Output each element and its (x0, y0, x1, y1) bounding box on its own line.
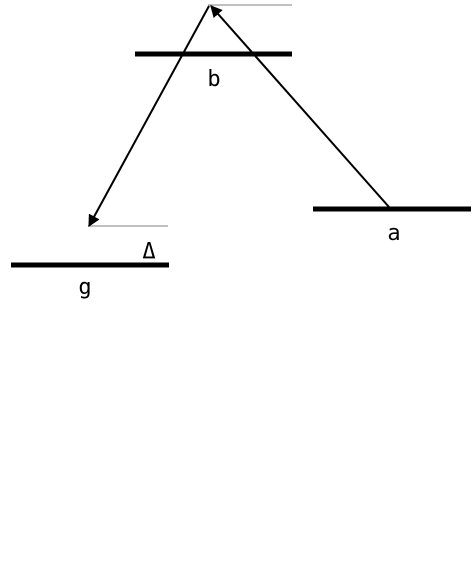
detuning-label: Δ (142, 239, 155, 264)
pump-arrow (210, 5, 390, 208)
level-b-label: b (207, 67, 220, 92)
stokes-arrow (88, 5, 210, 228)
level-a-label: a (387, 221, 400, 246)
level-g-label: g (78, 275, 91, 300)
